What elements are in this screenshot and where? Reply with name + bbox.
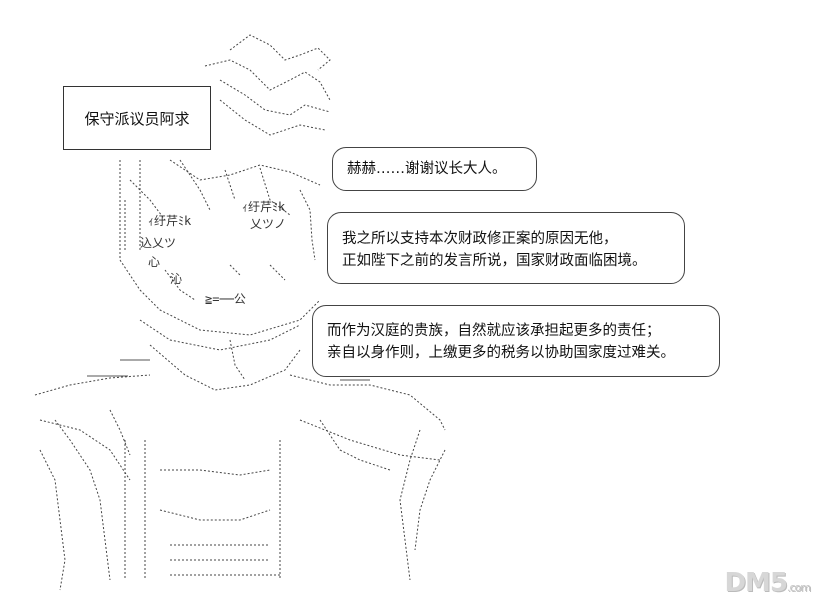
watermark-text: DM5 [724,568,788,598]
speech-bubble-2: 我之所以支持本次财政修正案的原因无他， 正如陛下之前的发言所说，国家财政面临困境… [327,212,685,284]
bubble-1-line-1: 赫赫……谢谢议长大人。 [347,161,507,177]
aa-mouth-right: 乂ツノ [250,217,287,231]
speech-bubble-1: 赫赫……谢谢议长大人。 [332,147,537,191]
aa-heart: 心 [148,255,161,269]
bubble-2-line-1: 我之所以支持本次财政修正案的原因无他， [342,231,618,247]
aa-cheek: 沁 [170,272,183,286]
speaker-label-box: 保守派议员阿求 [63,86,211,150]
aa-mouth-left: 込乂ツ [140,236,177,250]
speech-bubble-3: 而作为汉庭的贵族，自然就应该承担起更多的责任； 亲自以身作则，上缴更多的税务以协… [312,305,720,377]
bubble-3-line-1: 而作为汉庭的贵族，自然就应该承担起更多的责任； [327,323,661,339]
speaker-label: 保守派议员阿求 [84,109,190,128]
site-watermark-logo: DM5.com [724,568,811,598]
bubble-3-line-2: 亲自以身作则，上缴更多的税务以协助国家度过难关。 [327,345,675,361]
aa-eyes-right: ｨ纡芹ﾐk [242,200,286,214]
aa-chin: ≧=──公 [205,292,246,306]
watermark-suffix: .com [787,581,811,594]
bubble-2-line-2: 正如陛下之前的发言所说，国家财政面临困境。 [342,253,647,269]
aa-eyes-left: ｨ纡芹ﾐk [148,214,192,228]
